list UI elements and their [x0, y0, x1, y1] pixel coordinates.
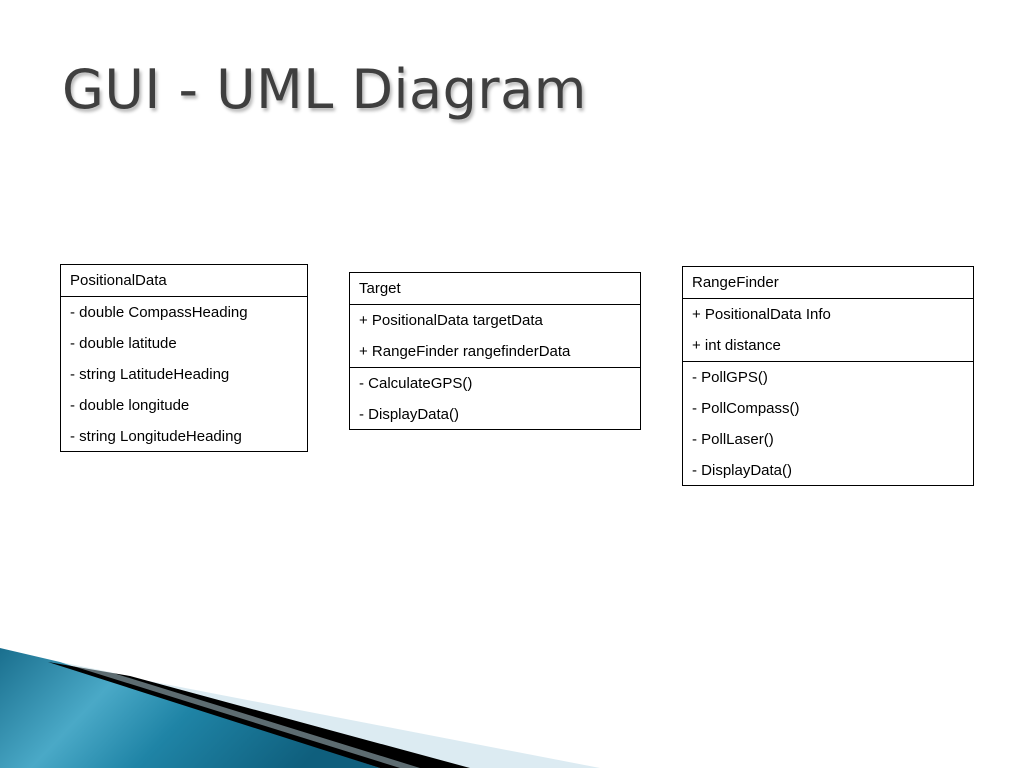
attributes-section: + PositionalData targetData + RangeFinde…	[350, 304, 640, 367]
operation: - DisplayData()	[359, 406, 460, 423]
attributes-section: + PositionalData Info + int distance	[683, 298, 973, 361]
operation: - DisplayData()	[692, 462, 793, 479]
operations-section: - CalculateGPS() - DisplayData()	[350, 367, 640, 430]
class-name-section: Target	[350, 273, 640, 304]
wave-black-stripe	[48, 662, 470, 768]
attribute: + PositionalData targetData	[359, 312, 543, 329]
attribute: - string LatitudeHeading	[70, 366, 230, 383]
attribute: - string LongitudeHeading	[70, 428, 242, 445]
operation: - PollCompass()	[692, 400, 800, 417]
class-name: Target	[359, 280, 401, 297]
attribute: - double CompassHeading	[70, 304, 248, 321]
class-name: RangeFinder	[692, 274, 779, 291]
attribute: - double longitude	[70, 397, 190, 414]
attribute: + RangeFinder rangefinderData	[359, 343, 571, 360]
attributes-section: - double CompassHeading - double latitud…	[61, 296, 307, 452]
operations-section: - PollGPS() - PollCompass() - PollLaser(…	[683, 361, 973, 486]
attribute: + PositionalData Info	[692, 306, 831, 323]
uml-class-target: Target + PositionalData targetData + Ran…	[349, 272, 641, 430]
attribute: - double latitude	[70, 335, 177, 352]
operation: - PollLaser()	[692, 431, 774, 448]
class-name-section: RangeFinder	[683, 267, 973, 298]
class-name: PositionalData	[70, 272, 167, 289]
uml-class-rangefinder: RangeFinder + PositionalData Info + int …	[682, 266, 974, 486]
uml-class-positionaldata: PositionalData - double CompassHeading -…	[60, 264, 308, 452]
operation: - PollGPS()	[692, 369, 768, 386]
class-name-section: PositionalData	[61, 265, 307, 296]
slide-title: GUI - UML Diagram	[62, 58, 587, 121]
attribute: + int distance	[692, 337, 781, 354]
wave-highlight-stripe	[60, 662, 420, 768]
operation: - CalculateGPS()	[359, 375, 473, 392]
wave-blue-band	[0, 648, 380, 768]
wave-light-band	[0, 660, 600, 768]
